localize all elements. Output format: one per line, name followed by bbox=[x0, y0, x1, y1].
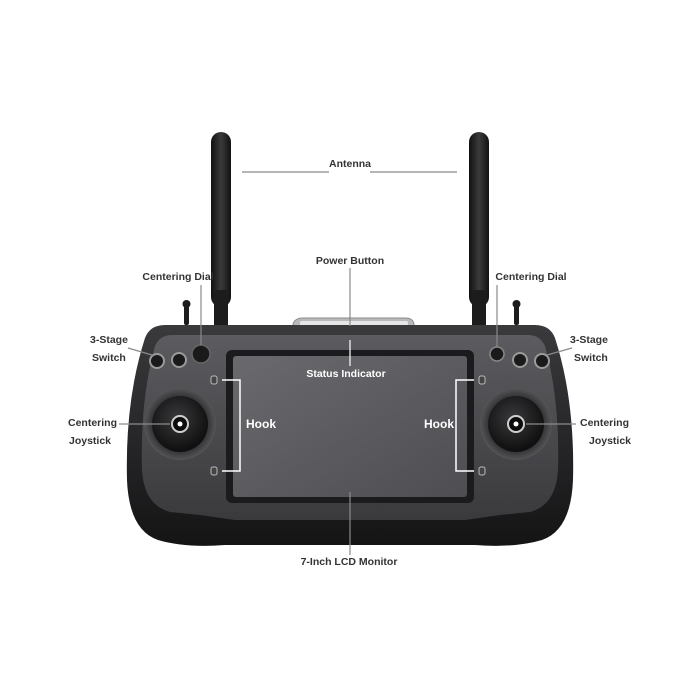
joystick-left bbox=[144, 388, 216, 460]
label-power-button: Power Button bbox=[315, 255, 385, 267]
label-hook-left: Hook bbox=[246, 417, 276, 431]
toggle-switch-left bbox=[184, 305, 189, 325]
label-joystick-left-line1: Centering bbox=[68, 417, 118, 429]
label-hook-right: Hook bbox=[424, 417, 454, 431]
switch-knob-right-2 bbox=[534, 353, 550, 369]
centering-dial-right bbox=[489, 346, 505, 362]
centering-dial-left bbox=[191, 344, 211, 364]
label-joystick-right-line2: Joystick bbox=[589, 435, 632, 447]
label-switch-right-line1: 3-Stage bbox=[570, 334, 608, 346]
label-lcd-monitor: 7-Inch LCD Monitor bbox=[300, 556, 398, 568]
label-switch-left-line2: Switch bbox=[92, 352, 126, 364]
switch-knob-right-1 bbox=[512, 352, 528, 368]
antenna-left bbox=[211, 132, 231, 330]
hook-left-bottom bbox=[210, 466, 218, 476]
switch-knob-left-2 bbox=[171, 352, 187, 368]
joystick-right bbox=[480, 388, 552, 460]
leader-lines bbox=[119, 171, 576, 555]
label-switch-left-line1: 3-Stage bbox=[90, 334, 128, 346]
label-centering-dial-right: Centering Dial bbox=[495, 271, 567, 283]
switch-knob-left-1 bbox=[149, 353, 165, 369]
antenna-right bbox=[469, 132, 489, 330]
label-centering-dial-left: Centering Dial bbox=[142, 271, 214, 283]
label-antenna: Antenna bbox=[329, 158, 371, 170]
label-status-indicator: Status Indicator bbox=[306, 368, 386, 380]
label-joystick-left-line2: Joystick bbox=[69, 435, 112, 447]
hook-brackets bbox=[222, 379, 474, 472]
hook-right-bottom bbox=[478, 466, 486, 476]
label-switch-right-line2: Switch bbox=[574, 352, 608, 364]
hook-left-top bbox=[210, 375, 218, 385]
label-joystick-right-line1: Centering bbox=[580, 417, 630, 429]
toggle-switch-right bbox=[514, 305, 519, 325]
hook-right-top bbox=[478, 375, 486, 385]
lcd-screen bbox=[233, 356, 467, 497]
